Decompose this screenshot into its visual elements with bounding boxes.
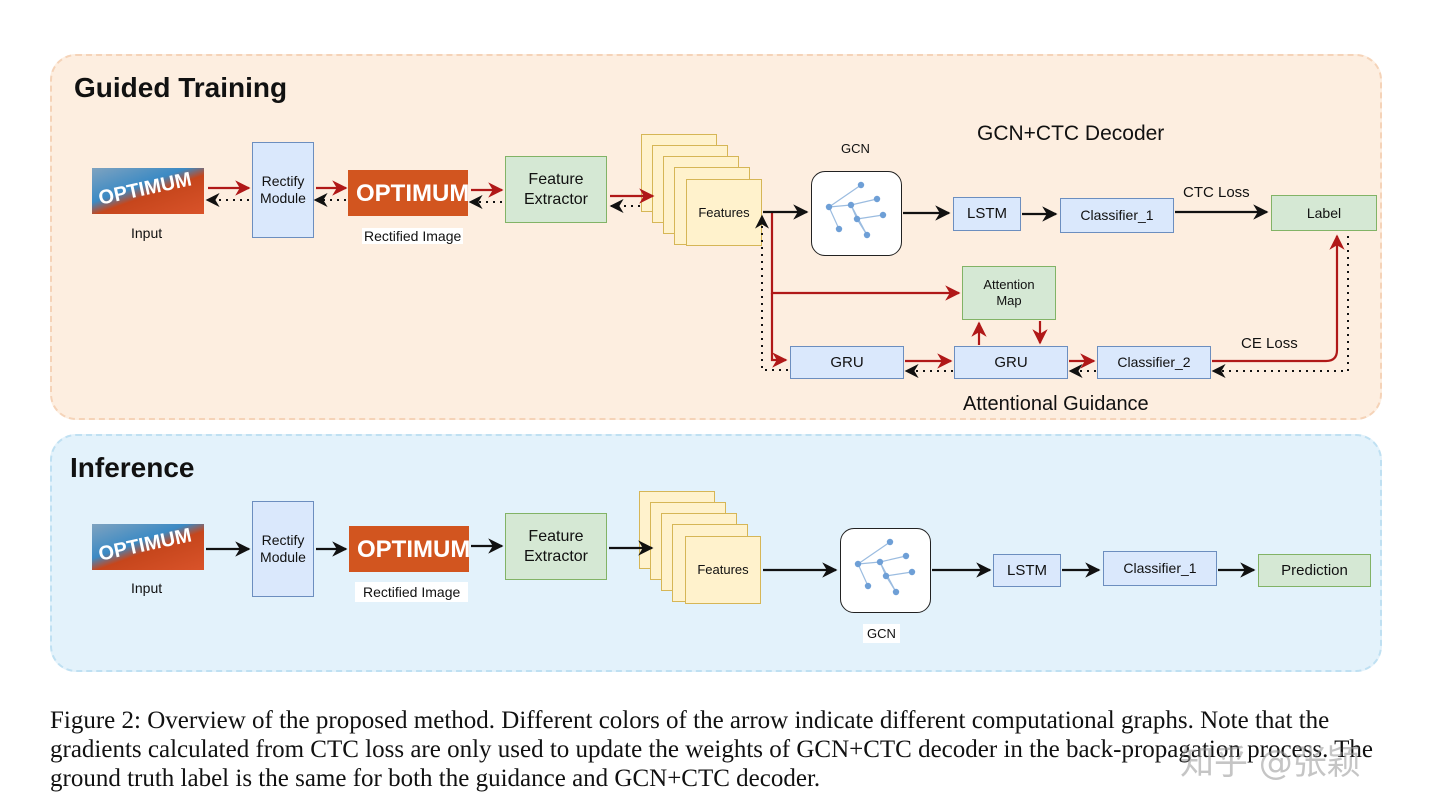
training-features: Features xyxy=(686,179,762,246)
inference-gcn xyxy=(840,528,931,613)
inference-gcn-label: GCN xyxy=(863,624,900,643)
label-box-text: Label xyxy=(1306,204,1342,221)
training-features-text: Features xyxy=(698,204,750,220)
inference-feature-extractor: Feature Extractor xyxy=(505,513,607,580)
ce-loss-label: CE Loss xyxy=(1241,335,1298,352)
training-red-arrows xyxy=(208,180,1345,369)
inference-title: Inference xyxy=(70,452,195,483)
inference-rectified-label: Rectified Image xyxy=(355,582,469,602)
guidance-title: Attentional Guidance xyxy=(963,393,1149,415)
prediction-box: Prediction xyxy=(1258,554,1371,587)
attention-map-text: Attention Map xyxy=(983,277,1035,308)
training-rectify-module: Rectify Module xyxy=(252,142,314,238)
gru-box-2: GRU xyxy=(954,346,1068,379)
training-rectified-image-text: OPTIMUM xyxy=(356,180,468,207)
training-feature-extractor-text: Feature Extractor xyxy=(523,171,588,208)
training-gcn-label: GCN xyxy=(841,141,870,156)
inference-rectify-module: Rectify Module xyxy=(252,501,314,597)
ctc-loss-label: CTC Loss xyxy=(1183,184,1250,201)
inference-classifier-1: Classifier_1 xyxy=(1103,551,1217,586)
training-lstm-text: LSTM xyxy=(966,205,1007,222)
inference-classifier-1-text: Classifier_1 xyxy=(1123,560,1197,577)
training-lstm: LSTM xyxy=(953,197,1021,231)
inference-lstm-text: LSTM xyxy=(1006,561,1047,579)
training-classifier-1-text: Classifier_1 xyxy=(1080,207,1154,224)
training-dotted-arrows xyxy=(205,193,1349,378)
gru-box-2-text: GRU xyxy=(994,353,1028,371)
training-rectified-image: OPTIMUM xyxy=(348,170,468,216)
inference-input-label: Input xyxy=(131,580,163,596)
inference-rectified-image: OPTIMUM xyxy=(349,526,469,572)
decoder-title: GCN+CTC Decoder xyxy=(977,122,1165,145)
dotted-arrow-label-classifier2 xyxy=(1211,236,1349,378)
attention-map: Attention Map xyxy=(962,266,1056,320)
training-graph-icon xyxy=(825,181,887,239)
training-gcn xyxy=(811,171,902,256)
training-input-label: Input xyxy=(131,225,163,241)
inference-black-arrows xyxy=(206,538,1256,578)
label-box: Label xyxy=(1271,195,1377,231)
figure-caption: Figure 2: Overview of the proposed metho… xyxy=(50,707,1374,792)
training-rectified-label: Rectified Image xyxy=(362,228,464,244)
dotted-arrow-gru1-features xyxy=(755,214,788,371)
guided-training-title: Guided Training xyxy=(74,72,288,103)
inference-input-image: OPTIMUM xyxy=(92,524,204,570)
training-input-image: OPTIMUM xyxy=(92,168,204,214)
training-feature-extractor: Feature Extractor xyxy=(505,156,607,223)
training-rectify-text: Rectify Module xyxy=(260,173,306,206)
inference-rectify-text: Rectify Module xyxy=(260,532,306,565)
inference-features-text: Features xyxy=(697,562,749,578)
gru-box-1-text: GRU xyxy=(830,353,864,371)
red-arrow-features-attention xyxy=(770,212,961,301)
training-classifier-1: Classifier_1 xyxy=(1060,198,1174,233)
inference-feature-extractor-text: Feature Extractor xyxy=(523,528,588,565)
prediction-box-text: Prediction xyxy=(1281,561,1348,579)
inference-graph-icon xyxy=(854,538,916,596)
training-classifier-2-text: Classifier_2 xyxy=(1117,354,1191,371)
inference-features: Features xyxy=(685,536,761,604)
watermark: 知乎 @张颖 xyxy=(1180,743,1361,783)
red-arrow-features-gru1 xyxy=(770,293,788,368)
inference-lstm: LSTM xyxy=(993,554,1061,587)
training-classifier-2: Classifier_2 xyxy=(1097,346,1211,379)
gru-box-1: GRU xyxy=(790,346,904,379)
red-arrow-classifier2-label xyxy=(1212,234,1345,363)
inference-rectified-image-text: OPTIMUM xyxy=(357,536,469,563)
training-black-arrows xyxy=(763,204,1269,222)
